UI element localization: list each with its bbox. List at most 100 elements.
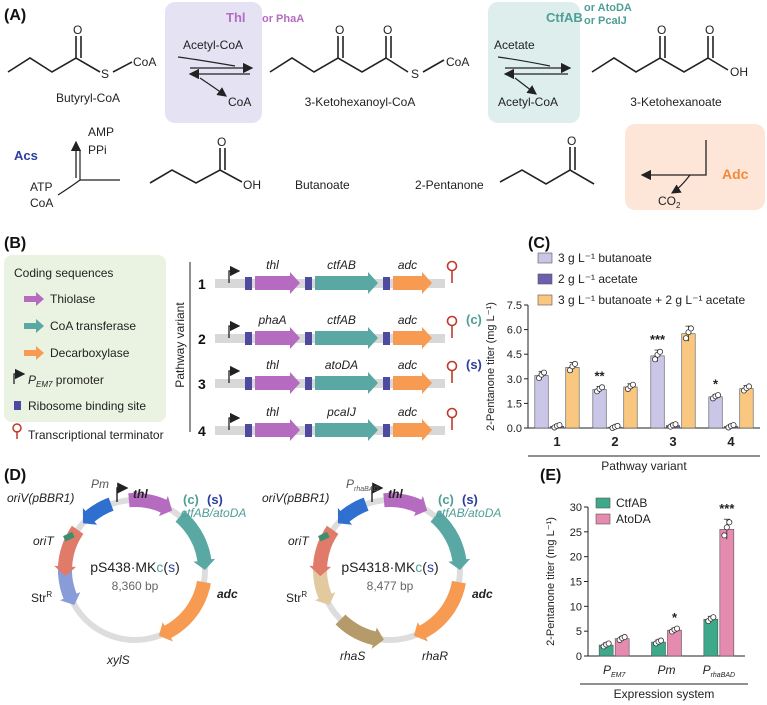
ctf-gene [175, 511, 216, 570]
ketohexanoate-label: 3-Ketohexanoate [630, 95, 722, 109]
data-point [541, 369, 548, 376]
rbs [383, 377, 390, 390]
legend-decarboxylase: Decarboxylase [24, 346, 130, 360]
ctf-out-arrow [514, 77, 537, 95]
adc-arrow [640, 140, 707, 181]
gene-phaA [255, 327, 300, 349]
coa-out: CoA [228, 95, 251, 109]
adc-label: adc [217, 587, 238, 601]
x-tick-label: PEM7 [603, 663, 627, 679]
legend-thiolase: Thiolase [24, 292, 96, 306]
legend-label: 2 g L⁻¹ acetate [558, 272, 638, 286]
legend-label: 3 g L⁻¹ butanoate [558, 251, 652, 265]
gene-pcaIJ [315, 419, 378, 441]
co2-arrow [670, 174, 691, 194]
data-point [710, 614, 717, 621]
panel-label-c: (C) [528, 235, 550, 252]
plasmid-size: 8,477 bp [367, 579, 414, 593]
y-tick-label: 15 [570, 577, 582, 589]
legend-label: AtoDA [616, 512, 651, 526]
gene-label: ctfAB [327, 258, 356, 272]
butanoate-structure [149, 148, 243, 184]
acetyl-coa-out: Acetyl-CoA [498, 95, 558, 109]
o-atom-4: O [657, 23, 666, 37]
atp-label: ATP [30, 180, 52, 194]
legend-box [4, 255, 166, 422]
terminator-icon [446, 260, 458, 272]
bar [708, 396, 723, 429]
terminator-icon [446, 315, 458, 327]
orit-element [318, 531, 330, 542]
butyryl-coa-structure [7, 36, 133, 73]
bar [534, 375, 549, 429]
co2-label: CO2 [658, 194, 681, 210]
acetate-in: Acetate [494, 38, 535, 52]
rbs [305, 277, 312, 290]
enzyme-ctfab: CtfAB [546, 10, 583, 25]
gene-label: atoDA [325, 358, 358, 372]
enzyme-phaa: or PhaA [262, 13, 304, 25]
gene-thl [255, 372, 300, 394]
variant-number: 4 [198, 423, 206, 439]
data-point [571, 360, 578, 367]
plasmid-1: Pmthl(c)(s)ctfAB/atoDAadcxylSStrRoriTori… [7, 477, 246, 667]
bar [719, 529, 735, 657]
bar [592, 389, 607, 429]
pentanone-label: 2-Pentanone [415, 178, 484, 192]
oh-atom-1: OH [730, 65, 748, 79]
gene-label: adc [398, 405, 417, 419]
bar [681, 333, 696, 429]
enzyme-adc: Adc [722, 166, 749, 182]
promoter-label: Pm [91, 477, 109, 491]
data-point [556, 422, 563, 429]
bar [623, 386, 638, 429]
legend-label: CtfAB [616, 496, 647, 510]
variant-number: 3 [198, 376, 206, 392]
rbs [383, 424, 390, 437]
coa-atom-2: CoA [446, 55, 469, 69]
gene-adc [393, 327, 432, 349]
significance-label: * [672, 610, 678, 625]
legend-title: Coding sequences [14, 266, 113, 280]
o-atom-5: O [705, 23, 714, 37]
gene-label: adc [398, 258, 417, 272]
gene-label: thl [266, 405, 279, 419]
significance-label: *** [650, 332, 666, 347]
amp-label: AMP [88, 125, 114, 139]
data-point [658, 637, 665, 644]
gene-label: adc [398, 313, 417, 327]
variant-number: 2 [198, 331, 206, 347]
terminator-icon [446, 360, 458, 372]
plasmid-name: pS4318·MKc(s) [341, 559, 438, 575]
enzyme-thl: Thl [226, 10, 246, 25]
bar [739, 388, 754, 429]
oh-atom-2: OH [243, 178, 261, 192]
data-point [614, 422, 621, 429]
thl-label: thl [133, 487, 148, 501]
thl-out-arrow [199, 77, 227, 97]
data-point [721, 532, 728, 539]
bar [650, 355, 665, 429]
ketohexanoyl-coa-label: 3-Ketohexanoyl-CoA [305, 95, 416, 109]
adc-gene [158, 580, 211, 642]
xyls-label: xylS [106, 653, 130, 667]
plasmid-size: 8,360 bp [112, 579, 159, 593]
str-gene [54, 525, 84, 577]
y-tick-label: 25 [570, 527, 582, 539]
data-point [599, 384, 606, 391]
gene-label: phaA [257, 313, 286, 327]
data-point [674, 625, 681, 632]
rbs [245, 332, 252, 345]
gene-adc [393, 272, 432, 294]
str-label: StrR [286, 590, 307, 605]
ppi-label: PPi [88, 143, 107, 157]
ketohexanoate-structure [591, 36, 729, 73]
y-tick-label: 0 [576, 651, 582, 663]
variant-tag: (c) [466, 312, 482, 327]
legend-swatch [595, 513, 611, 525]
y-tick-label: 30 [570, 502, 582, 514]
promoter-icon [116, 482, 129, 502]
enzyme-acs: Acs [14, 148, 38, 163]
